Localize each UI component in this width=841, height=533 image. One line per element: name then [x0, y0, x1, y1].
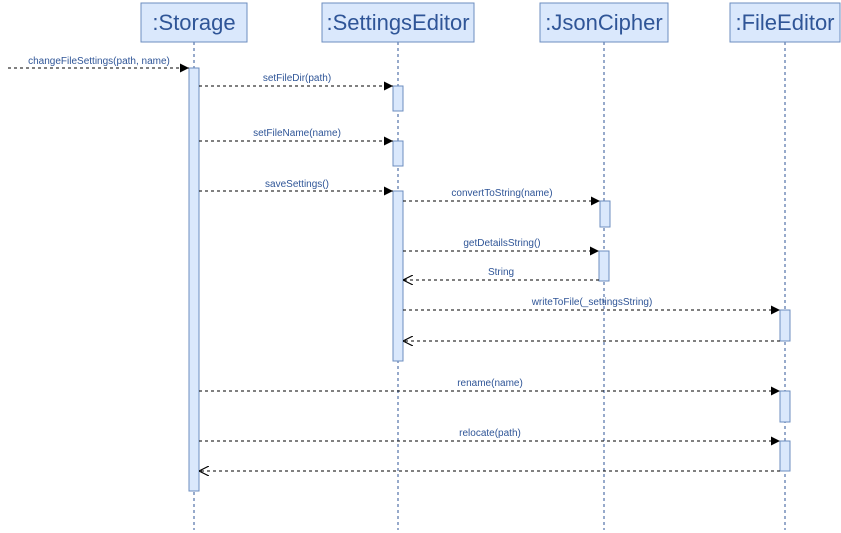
activation-fileeditor-writetofile [779, 309, 791, 342]
participant-label: :FileEditor [735, 10, 834, 35]
participant-label: :Storage [152, 10, 235, 35]
message-label: convertToString(name) [451, 188, 552, 199]
message-label: String [488, 267, 514, 278]
participant-box [729, 2, 841, 43]
message-label: setFileDir(path) [263, 73, 331, 84]
activation-storage [188, 67, 200, 492]
message-getdetailsstring: getDetailsString() [403, 238, 599, 256]
participant-box [539, 2, 669, 43]
messages: changeFileSettings(path, name) setFileDi… [8, 56, 780, 471]
message-label: setFileName(name) [253, 128, 341, 139]
message-changefilesettings: changeFileSettings(path, name) [8, 56, 189, 73]
message-converttostring: convertToString(name) [403, 188, 600, 206]
participant-settingseditor: :SettingsEditor [321, 2, 475, 43]
message-label: getDetailsString() [463, 238, 540, 249]
message-setfiledir: setFileDir(path) [199, 73, 393, 91]
activation-settingseditor-setfilename [392, 140, 404, 167]
activation-fileeditor-relocate [779, 440, 791, 472]
message-label: relocate(path) [459, 428, 521, 439]
message-label: writeToFile(_settingsString) [531, 297, 653, 308]
participant-jsoncipher: :JsonCipher [539, 2, 669, 43]
activation-fileeditor-rename [779, 390, 791, 423]
message-label: changeFileSettings(path, name) [28, 56, 170, 67]
activation-jsoncipher-getdetailsstring [598, 250, 610, 282]
message-setfilename: setFileName(name) [199, 128, 393, 146]
participant-box [321, 2, 475, 43]
activation-settingseditor-setfiledir [392, 85, 404, 112]
lifelines [193, 42, 786, 530]
activation-settingseditor-savesettings [392, 190, 404, 362]
participant-fileeditor: :FileEditor [729, 2, 841, 43]
participant-label: :JsonCipher [545, 10, 662, 35]
message-savesettings: saveSettings() [199, 179, 393, 196]
activation-jsoncipher-converttostring [599, 200, 611, 228]
participant-label: :SettingsEditor [326, 10, 469, 35]
message-string-return: String [403, 267, 599, 280]
message-relocate: relocate(path) [199, 428, 780, 446]
participant-box [140, 2, 248, 43]
participant-storage: :Storage [140, 2, 248, 43]
message-writetofile: writeToFile(_settingsString) [403, 297, 780, 315]
message-label: saveSettings() [265, 179, 329, 190]
message-rename: rename(name) [199, 378, 780, 396]
message-label: rename(name) [457, 378, 523, 389]
activations [188, 67, 791, 492]
